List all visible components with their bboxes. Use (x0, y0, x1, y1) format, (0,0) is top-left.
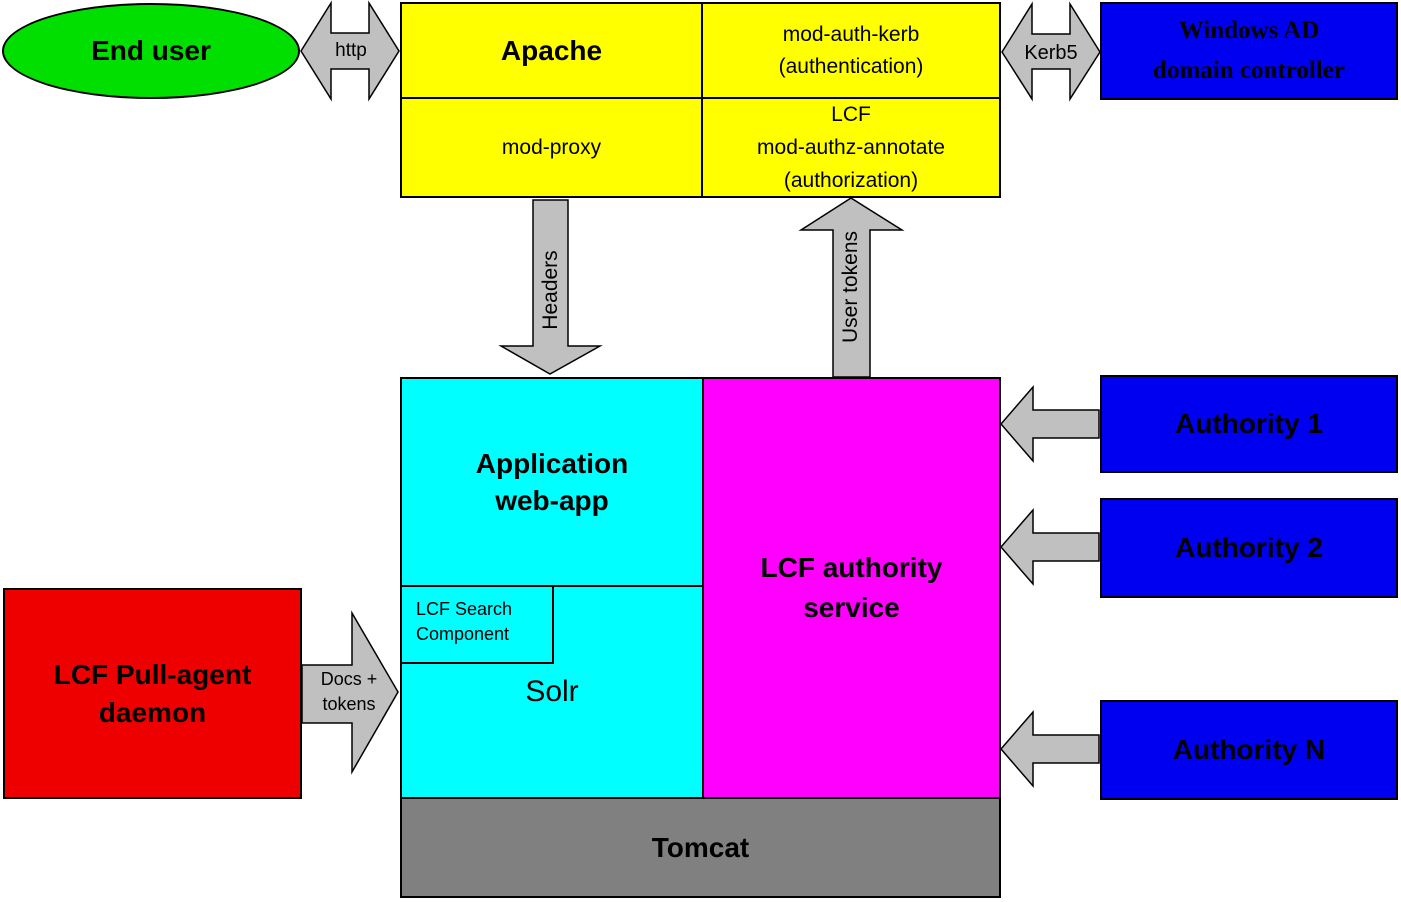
lcf-search-component-node: LCF Search Component (400, 585, 554, 664)
authority-2-arrow-shape (1000, 507, 1100, 587)
http-arrow (300, 0, 400, 102)
application-webapp-label: Application web-app (475, 448, 629, 516)
authority-n-arrow (1000, 709, 1100, 789)
authority-1-arrow-shape (1000, 384, 1100, 464)
authority-n-arrow-shape (1000, 709, 1100, 789)
windows-ad-node: Windows AD domain controller (1100, 2, 1398, 100)
headers-arrow (498, 199, 603, 375)
docs-tokens-arrow (301, 610, 399, 775)
authority-1-node: Authority 1 (1100, 375, 1398, 473)
docs-tokens-arrow-label: Docs + tokens (320, 669, 378, 714)
lcf-pull-agent-node: LCF Pull-agent daemon (3, 588, 302, 799)
authority-n-node: Authority N (1100, 700, 1398, 800)
docs-tokens-arrow-shape (301, 610, 399, 775)
end-user-node: End user (2, 3, 300, 99)
http-arrow-label: http (335, 40, 367, 61)
lcf-authority-service-node: LCF authority service (702, 377, 1001, 799)
kerb5-arrow-label: Kerb5 (1024, 41, 1078, 64)
tomcat-node: Tomcat (400, 797, 1001, 898)
headers-arrow-label: Headers (539, 250, 562, 330)
solr-label: Solr (525, 675, 579, 708)
authority-1-arrow (1000, 384, 1100, 464)
solr-region: LCF Search Component Solr (400, 585, 704, 799)
mod-auth-kerb-cell: mod-auth-kerb (authentication) (701, 2, 1001, 99)
application-webapp-node: Application web-app LCF Search Component… (400, 377, 704, 799)
mod-authz-annotate-cell: LCF mod-authz-annotate (authorization) (701, 97, 1001, 198)
mod-proxy-cell: mod-proxy (400, 97, 703, 198)
authority-2-arrow (1000, 507, 1100, 587)
authority-2-node: Authority 2 (1100, 498, 1398, 598)
headers-arrow-shape (498, 199, 603, 375)
http-arrow-shape (300, 0, 400, 102)
apache-cell: Apache (400, 2, 703, 99)
user-tokens-arrow-label: User tokens (839, 230, 862, 344)
